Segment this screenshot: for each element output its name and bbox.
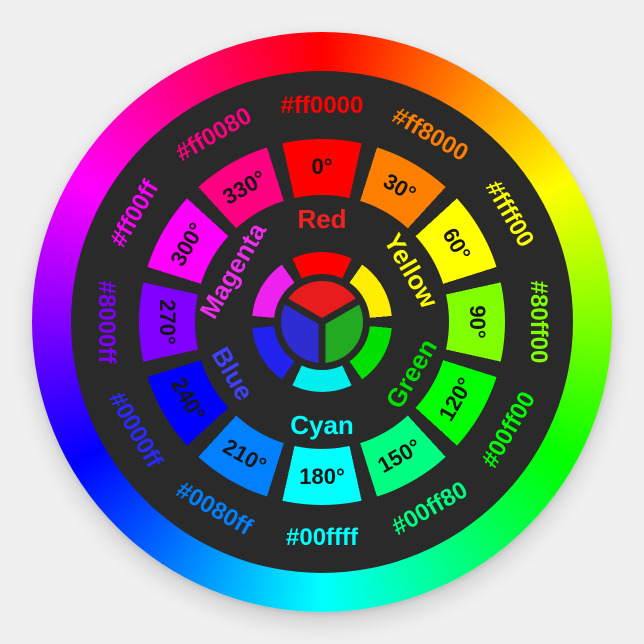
inner-disc: #ff0000 #ff8000 #ffff00 #80ff00 #00ff00 … [71, 71, 573, 573]
degree-label: 0° [311, 154, 333, 179]
degree-label: 270° [155, 299, 180, 345]
triad-spoke [318, 322, 326, 366]
hex-label: #8000ff [93, 280, 120, 364]
hex-label: #00ff00 [476, 387, 542, 473]
hex-label: #00ffff [285, 524, 359, 551]
hex-label: #ffff00 [479, 175, 540, 252]
hex-label: #80ff00 [525, 280, 552, 364]
color-name-label: Cyan [290, 410, 354, 440]
hex-label: #ff00ff [104, 175, 165, 252]
color-wheel-sticker-rim: #ff0000 #ff8000 #ffff00 #80ff00 #00ff00 … [32, 32, 612, 612]
hex-label: #00ff80 [387, 476, 473, 542]
degree-label: 180° [299, 464, 345, 489]
color-name-label: Red [297, 204, 347, 234]
degree-label: 90° [465, 305, 490, 339]
hex-label: #ff0000 [280, 92, 364, 119]
hub [252, 252, 392, 392]
